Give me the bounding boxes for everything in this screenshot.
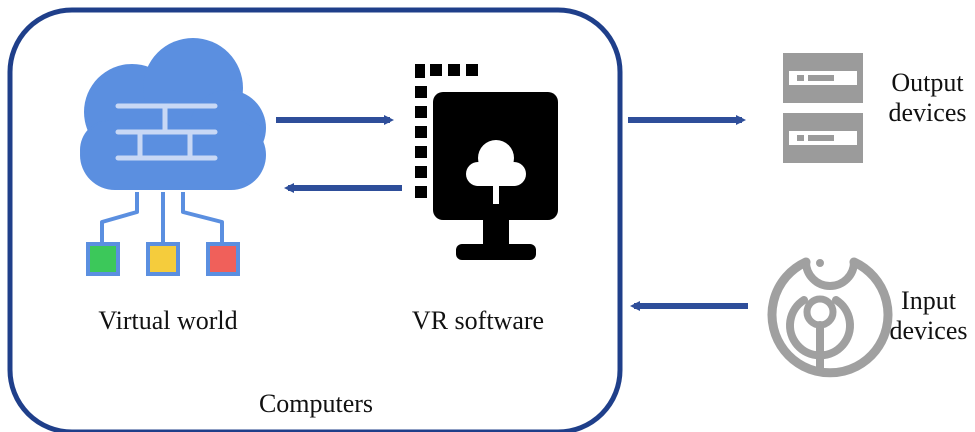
vr-software-label: VR software bbox=[411, 306, 545, 335]
output-devices-label-line1: Output bbox=[891, 68, 964, 97]
sensor-icon bbox=[767, 257, 893, 378]
network-node-green bbox=[86, 242, 120, 276]
virtual-world-label: Virtual world bbox=[98, 306, 238, 335]
server-rack-icon bbox=[783, 53, 863, 163]
network-node-yellow bbox=[146, 242, 180, 276]
output-devices-label: Output devices bbox=[880, 68, 975, 128]
network-node-red bbox=[206, 242, 240, 276]
computers-container bbox=[7, 7, 623, 432]
cloud-monitor-icon bbox=[415, 64, 558, 260]
computers-label: Computers bbox=[258, 389, 374, 418]
input-devices-label-line1: Input bbox=[901, 286, 956, 315]
output-devices-label-line2: devices bbox=[888, 97, 967, 127]
input-devices-label-line2: devices bbox=[889, 315, 968, 345]
cloud-network-icon bbox=[80, 38, 266, 276]
input-devices-label: Input devices bbox=[882, 286, 975, 346]
